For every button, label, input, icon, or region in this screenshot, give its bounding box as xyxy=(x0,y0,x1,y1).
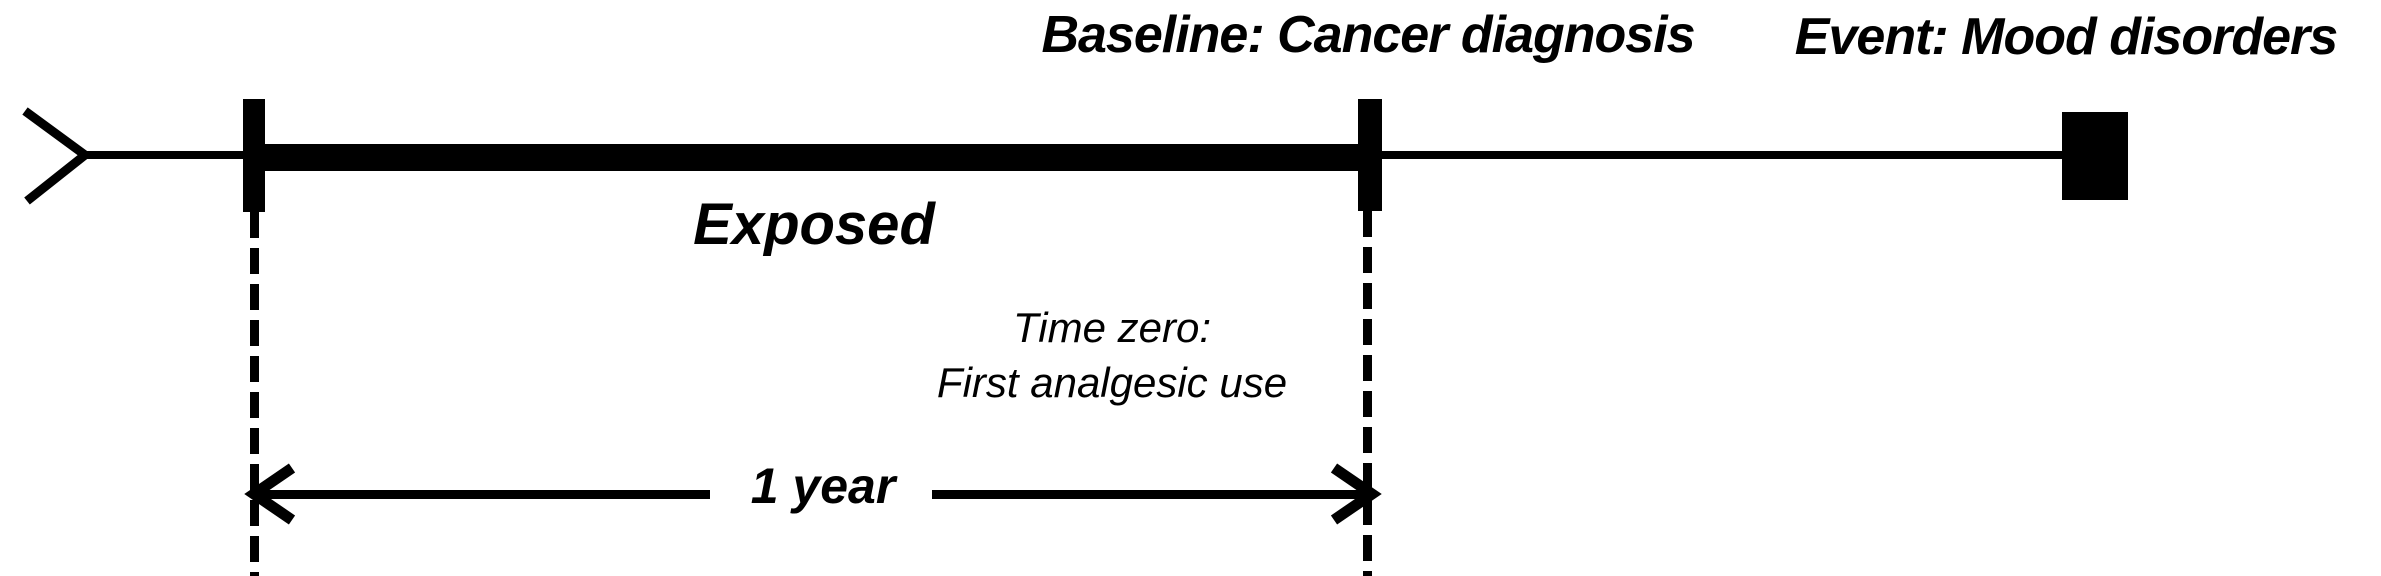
duration-arrow-shaft-right xyxy=(932,490,1368,499)
follow-up-line xyxy=(1382,151,2062,159)
exposure-start-tick xyxy=(243,99,265,212)
exposed-segment-line xyxy=(265,144,1358,171)
baseline-dashed-line xyxy=(1363,211,1372,576)
event-label: Event: Mood disorders xyxy=(1794,8,2338,66)
time-zero-annotation-line2: First analgesic use xyxy=(936,359,1288,407)
duration-arrow-shaft-left xyxy=(258,490,710,499)
exposed-label: Exposed xyxy=(693,192,935,257)
baseline-tick xyxy=(1358,99,1382,211)
baseline-label: Baseline: Cancer diagnosis xyxy=(1041,6,1695,64)
time-zero-dashed-line xyxy=(250,212,259,576)
timeline-start-chevron-icon xyxy=(22,107,93,205)
time-zero-annotation: Time zero: First analgesic use xyxy=(937,300,1287,411)
timeline-lead-in-line xyxy=(83,151,243,159)
duration-label: 1 year xyxy=(750,458,896,514)
event-square-marker xyxy=(2062,112,2128,200)
time-zero-annotation-line1: Time zero: xyxy=(1012,304,1211,351)
